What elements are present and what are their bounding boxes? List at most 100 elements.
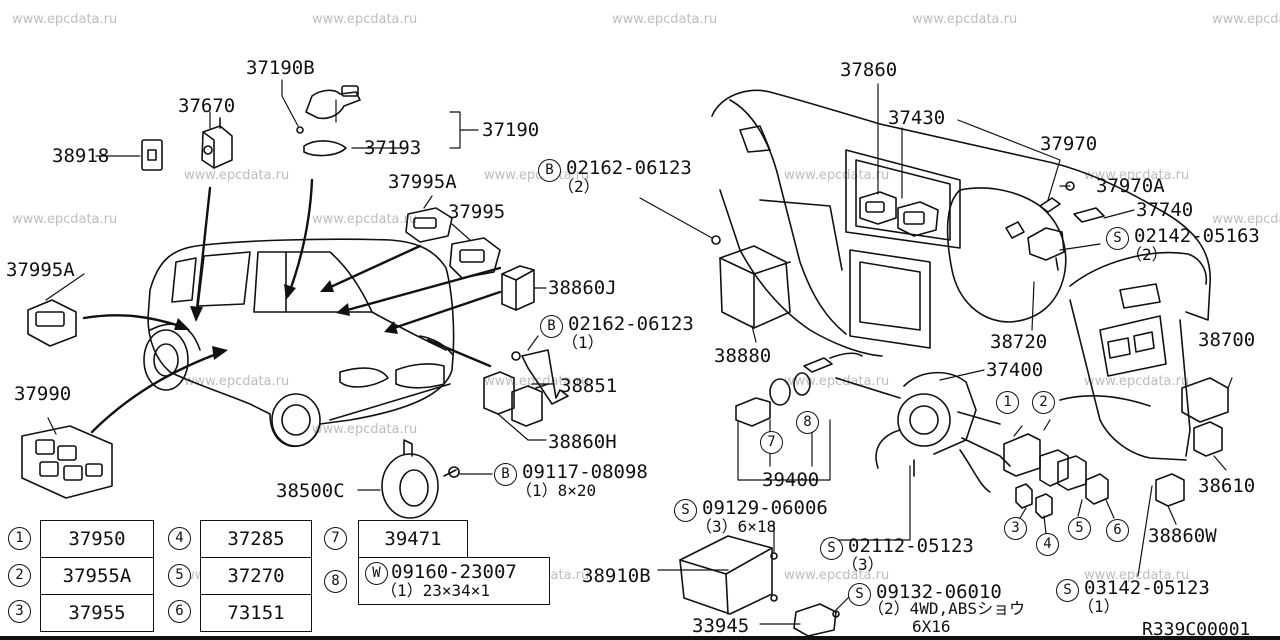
ref-marker: 8 [796,411,819,434]
part-37860-37430-switches [859,191,939,237]
legend-number: 4 [168,527,191,550]
callout-37193: 37193 [364,137,422,159]
bolt-symbol: B [538,159,561,182]
ref-marker: 1 [996,391,1019,414]
screw-symbol: S [1106,227,1129,250]
part-37970-38720-37740 [1005,181,1105,271]
callout-37860: 37860 [840,59,898,81]
screw-symbol: S [674,499,697,522]
part-38851-bracket [511,349,569,405]
legend-part: 73151 [200,594,312,632]
callout-37970: 37970 [1040,133,1098,155]
screw-symbol: S [848,583,871,606]
watermark: www.epcdata.ru [12,212,118,227]
part-37995-switch [449,237,501,279]
screw-part-number: 03142-05123 [1084,577,1210,599]
dashboard-outline [711,89,1211,461]
vehicle-outline [143,238,455,448]
callout-38610: 38610 [1198,475,1256,497]
legend-part: 37950 [40,520,154,558]
legend-part: 37955A [40,557,154,595]
callout-38918: 38918 [52,145,110,167]
legend-part: 39471 [358,520,468,558]
washer-part-number: 09160-23007 [391,561,517,583]
bolt-symbol: B [494,463,517,486]
screw-quantity: （3）6×18 [696,517,777,536]
arrow-heads [174,280,398,360]
legend-frame [0,636,1280,640]
washer-symbol: W [365,562,388,585]
ref-marker: 2 [1032,391,1055,414]
watermark: www.epcdata.ru [312,212,418,227]
bolt-part-number: 09117-08098 [522,461,648,483]
legend-number: 7 [324,527,347,550]
watermark: www.epcdata.ru [12,12,118,27]
screw-part-number: 02112-05123 [848,535,974,557]
ref-marker: 6 [1106,519,1129,542]
part-37400-combination-switch [835,371,1011,493]
legend-washer-cell: W 09160-23007 （1）23×34×1 [358,557,550,605]
callout-38860J: 38860J [548,277,617,299]
legend-number: 8 [324,570,347,593]
screw-quantity: （2）4WD,ABSショウ [868,599,1026,618]
ref-marker: 5 [1068,517,1091,540]
screw-part-number: 09132-06010 [876,581,1002,603]
legend-part: 37270 [200,557,312,595]
bolt-quantity: （1） [562,333,604,352]
watermark: www.epcdata.ru [784,568,890,583]
screw-size: 6X16 [912,617,951,636]
part-37995A-left-switch [27,299,77,347]
part-numbered-switches-1-6 [1003,433,1109,519]
callout-37995A-left: 37995A [6,259,75,281]
legend-number: 5 [168,564,191,587]
screw-quantity: （2） [1126,245,1168,264]
legend-number: 6 [168,600,191,623]
callout-37740: 37740 [1136,199,1194,221]
part-38880-control-unit [711,235,791,329]
callout-37190: 37190 [482,119,540,141]
watermark: www.epcdata.ru [312,12,418,27]
callout-38880: 38880 [714,345,772,367]
ref-marker: 4 [1036,533,1059,556]
callout-37990: 37990 [14,383,72,405]
callout-33945: 33945 [692,615,750,637]
bolt-part-number: 02162-06123 [568,313,694,335]
callout-37970A: 37970A [1096,175,1165,197]
watermark: www.epcdata.ru [1212,212,1280,227]
callout-38860W: 38860W [1148,525,1217,547]
watermark: www.epcdata.ru [184,168,290,183]
part-38860H-relays [483,371,543,427]
leader-lines [45,79,1233,625]
watermark: www.epcdata.ru [784,168,890,183]
callout-37430: 37430 [888,107,946,129]
screw-symbol: S [820,537,843,560]
screw-quantity: （3） [842,555,884,574]
watermark: www.epcdata.ru [612,12,718,27]
watermark: www.epcdata.ru [1212,12,1280,27]
bolt-part-number: 02162-06123 [566,157,692,179]
part-38500C-horn [381,439,460,519]
legend-number: 1 [8,527,31,550]
part-37995A-switch [405,207,453,243]
part-37670-switch [201,117,233,169]
watermark: www.epcdata.ru [312,422,418,437]
part-38860J-relay [501,265,535,311]
part-38910B-airbag-sensor [679,535,778,615]
part-38918-label-plate [141,139,163,171]
callout-37995A: 37995A [388,171,457,193]
callout-38860H: 38860H [548,431,617,453]
legend-number: 3 [8,600,31,623]
screw-part-number: 02142-05163 [1134,225,1260,247]
callout-38720: 38720 [990,331,1048,353]
watermark: www.epcdata.ru [184,374,290,389]
watermark: www.epcdata.ru [1084,374,1190,389]
callout-37400: 37400 [986,359,1044,381]
diagram-reference: R339C00001 [1142,619,1251,640]
callout-37670: 37670 [178,95,236,117]
watermark: www.epcdata.ru [1084,568,1190,583]
legend-number: 2 [8,564,31,587]
callout-38500C: 38500C [276,480,345,502]
screw-quantity: （1） [1078,597,1120,616]
